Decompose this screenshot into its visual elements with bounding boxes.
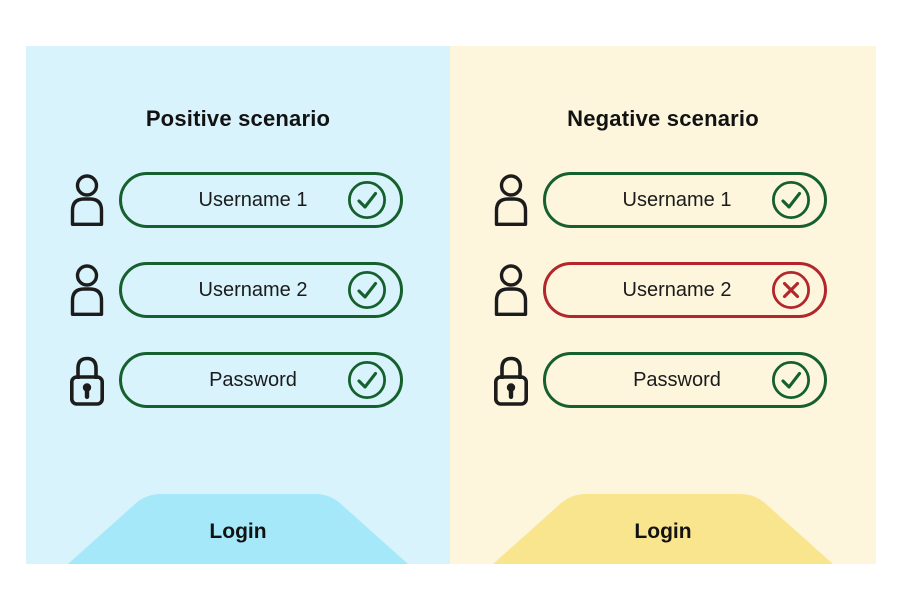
positive-login-button[interactable]: Login xyxy=(68,494,408,564)
user-icon xyxy=(66,264,108,316)
positive-scenario-panel: Positive scenario Username 1 xyxy=(26,46,450,564)
login-button-label: Login xyxy=(634,520,692,543)
positive-username2-row: Username 2 xyxy=(66,262,403,318)
user-icon xyxy=(490,264,532,316)
negative-username2-field[interactable]: Username 2 xyxy=(543,262,827,318)
negative-username1-field[interactable]: Username 1 xyxy=(543,172,827,228)
field-label: Password xyxy=(209,368,297,391)
lock-icon xyxy=(66,353,108,407)
user-icon xyxy=(66,174,108,226)
positive-panel-title: Positive scenario xyxy=(145,106,331,132)
positive-password-field[interactable]: Password xyxy=(119,352,403,408)
check-icon xyxy=(347,360,387,400)
negative-password-field[interactable]: Password xyxy=(543,352,827,408)
negative-username2-row: Username 2 xyxy=(490,262,827,318)
check-icon xyxy=(347,270,387,310)
negative-username1-row: Username 1 xyxy=(490,172,827,228)
negative-scenario-panel: Negative scenario Username 1 xyxy=(450,46,876,564)
field-label: Username 2 xyxy=(622,278,732,301)
check-icon xyxy=(771,360,811,400)
field-label: Username 1 xyxy=(198,188,308,211)
field-label: Username 2 xyxy=(198,278,308,301)
negative-password-row: Password xyxy=(490,352,827,408)
positive-username1-field[interactable]: Username 1 xyxy=(119,172,403,228)
login-button-label: Login xyxy=(209,520,267,543)
negative-panel-title: Negative scenario xyxy=(567,106,759,132)
negative-login-button[interactable]: Login xyxy=(493,494,833,564)
lock-icon xyxy=(490,353,532,407)
user-icon xyxy=(490,174,532,226)
x-icon xyxy=(771,270,811,310)
field-label: Password xyxy=(633,368,721,391)
positive-password-row: Password xyxy=(66,352,403,408)
check-icon xyxy=(771,180,811,220)
positive-username1-row: Username 1 xyxy=(66,172,403,228)
field-label: Username 1 xyxy=(622,188,732,211)
check-icon xyxy=(347,180,387,220)
positive-username2-field[interactable]: Username 2 xyxy=(119,262,403,318)
